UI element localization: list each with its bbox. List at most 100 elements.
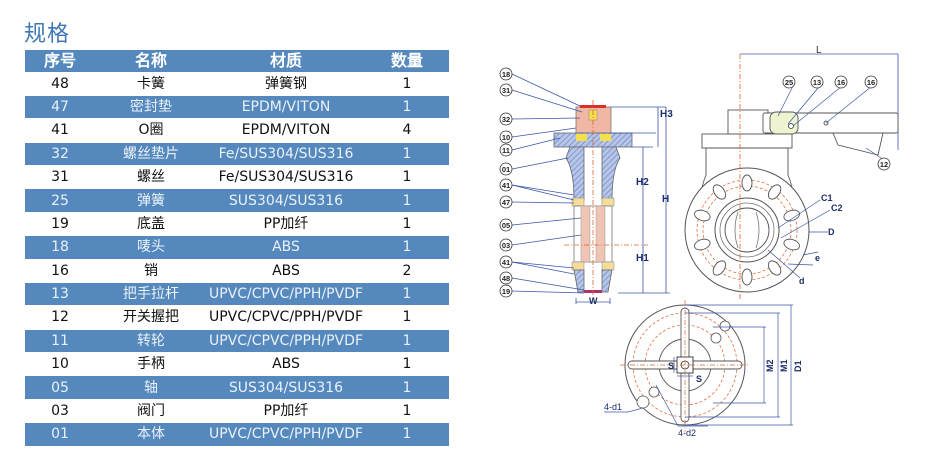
dim-c1: C1 xyxy=(821,193,833,203)
bolt-slot xyxy=(694,238,711,251)
front-leaders xyxy=(767,199,831,279)
cell-quantity: 1 xyxy=(365,422,449,447)
mount-hole-3 xyxy=(719,320,731,332)
cell-material: ABS xyxy=(207,259,365,283)
dim-d1: D1 xyxy=(793,360,803,372)
cell-quantity: 1 xyxy=(365,72,449,96)
cell-number: 19 xyxy=(25,212,95,236)
dim-h: H xyxy=(662,194,669,205)
mount-hole-4 xyxy=(636,395,650,409)
callout-label: 13 xyxy=(813,78,821,87)
mount-hole-2 xyxy=(710,332,722,344)
dim-h3: H3 xyxy=(660,109,673,120)
header-quantity: 数量 xyxy=(365,50,449,73)
callout-circle xyxy=(499,284,513,298)
cell-quantity: 1 xyxy=(365,212,449,236)
callout-leader xyxy=(511,127,577,138)
cell-quantity: 1 xyxy=(365,281,449,307)
cell-number: 48 xyxy=(25,72,95,96)
callout-circle xyxy=(499,67,513,81)
cell-material: PP加纤 xyxy=(207,212,365,236)
dim-m1: M1 xyxy=(779,359,789,372)
dim-w: W xyxy=(589,296,598,306)
callout-circle xyxy=(499,271,513,285)
cell-quantity: 1 xyxy=(365,165,449,189)
callout-leader xyxy=(511,217,582,226)
callout-label: 18 xyxy=(502,70,510,79)
seal-bottom-right xyxy=(601,261,615,271)
mount-hole-1 xyxy=(648,386,660,398)
cell-material: 弹簧钢 xyxy=(207,72,365,96)
header-number: 序号 xyxy=(25,50,95,73)
callout-circle xyxy=(834,75,848,89)
seal-top-left xyxy=(571,197,585,207)
handle-hub xyxy=(727,109,769,135)
callout-label: 10 xyxy=(502,133,510,142)
dim-4-d2: 4-d2 xyxy=(678,428,696,438)
callout-label: 11 xyxy=(502,146,510,155)
body-neck xyxy=(565,146,585,201)
bolt-slot xyxy=(712,260,727,276)
handle-grip xyxy=(832,132,884,156)
bolt-slot xyxy=(741,174,753,192)
cell-quantity: 2 xyxy=(365,259,449,283)
cell-material: UPVC/CPVC/PPH/PVDF xyxy=(207,328,365,354)
callout-leader xyxy=(511,261,575,269)
callout-leader xyxy=(511,157,569,170)
cell-material: UPVC/CPVC/PPH/PVDF xyxy=(207,422,365,447)
bolt-slots xyxy=(694,174,800,286)
callout-leader xyxy=(792,81,848,127)
cell-quantity: 1 xyxy=(365,399,449,423)
seal-bottom-left xyxy=(571,261,585,271)
cell-material: SUS304/SUS316 xyxy=(207,375,365,400)
cell-material: ABS xyxy=(207,352,365,376)
dim-l: L xyxy=(816,45,822,56)
header-material: 材质 xyxy=(207,50,365,73)
cell-number: 03 xyxy=(25,399,95,423)
callout-circle xyxy=(877,157,891,171)
dim-h1: H1 xyxy=(636,253,649,264)
callout-circle xyxy=(864,75,878,89)
mount-plate xyxy=(701,133,793,149)
pin-left xyxy=(788,123,794,129)
callout-leader xyxy=(511,234,582,246)
cell-quantity: 1 xyxy=(365,375,449,400)
bolt-slot xyxy=(712,184,727,200)
callout-leader xyxy=(511,73,581,107)
dim-s-horizontal: S xyxy=(696,374,702,384)
callout-circle xyxy=(499,83,513,97)
callout-circle xyxy=(810,75,824,89)
cell-material: ABS xyxy=(207,235,365,260)
cell-number: 13 xyxy=(25,281,95,307)
cell-name: 手柄 xyxy=(95,352,207,376)
dim-d-inner: d xyxy=(799,276,805,286)
callout-leader xyxy=(511,184,575,196)
cell-material: UPVC/CPVC/PPH/PVDF xyxy=(207,281,365,307)
cell-name: 卡簧 xyxy=(95,72,207,96)
cell-material: PP加纤 xyxy=(207,399,365,423)
cell-number: 32 xyxy=(25,141,95,166)
dim-m2: M2 xyxy=(765,359,775,372)
cell-material: SUS304/SUS316 xyxy=(207,188,365,213)
body-bottom-right xyxy=(601,269,613,293)
bolt-slot xyxy=(694,209,711,222)
table-header-row: 序号 名称 材质 数量 xyxy=(25,50,449,73)
callout-circle xyxy=(782,75,796,89)
handle-spring-housing xyxy=(769,111,799,135)
cell-quantity: 1 xyxy=(365,188,449,213)
callout-label: 03 xyxy=(502,241,510,250)
cell-quantity: 1 xyxy=(365,328,449,354)
